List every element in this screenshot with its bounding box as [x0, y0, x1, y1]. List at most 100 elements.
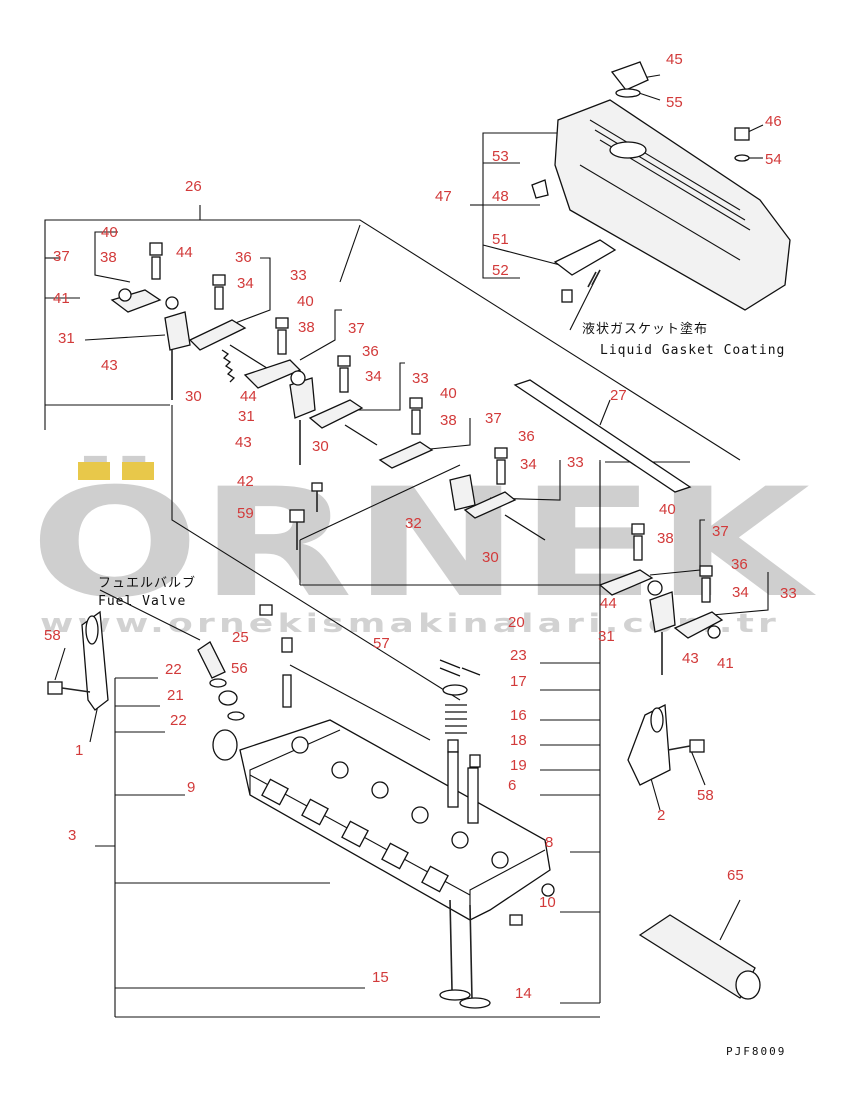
- callout-34c: 34: [520, 456, 537, 473]
- callout-40c: 40: [440, 385, 457, 402]
- callout-33b: 33: [412, 370, 429, 387]
- liquid-gasket-note-jp: 液状ガスケット塗布: [582, 321, 708, 337]
- rocker-parts: [110, 242, 724, 675]
- callout-33d: 33: [780, 585, 797, 602]
- callout-51: 51: [492, 231, 509, 248]
- callout-22a: 22: [165, 661, 182, 678]
- callout-8: 8: [545, 834, 553, 851]
- callout-46: 46: [765, 113, 782, 130]
- callout-18: 18: [510, 732, 527, 749]
- pipe-57: [289, 664, 431, 741]
- rocker-arm-37b: [243, 359, 302, 389]
- cylinder-head: [197, 604, 555, 1009]
- callout-3: 3: [68, 827, 76, 844]
- screw-34d: [701, 577, 711, 603]
- callout-44c: 44: [600, 595, 617, 612]
- callout-57: 57: [373, 635, 390, 652]
- screw-34a: [214, 286, 224, 310]
- connector-25: [281, 637, 293, 653]
- callout-19: 19: [510, 757, 527, 774]
- bracket-32: [449, 474, 476, 511]
- callout-54: 54: [765, 151, 782, 168]
- callout-30b: 30: [312, 438, 329, 455]
- head-block-8: [239, 719, 551, 921]
- callout-37a: 37: [53, 248, 70, 265]
- callout-38d: 38: [657, 530, 674, 547]
- callout-58a: 58: [44, 627, 61, 644]
- callout-30a: 30: [185, 388, 202, 405]
- spring-30c: [504, 514, 546, 541]
- callout-36d: 36: [731, 556, 748, 573]
- bolt-59-head: [289, 509, 305, 523]
- cap-25-top: [259, 604, 273, 616]
- plug-10b: [509, 914, 523, 926]
- washer-44d: [647, 580, 663, 596]
- callout-40d: 40: [659, 501, 676, 518]
- rocker-shaft-27: [513, 379, 692, 493]
- callout-32: 32: [405, 515, 422, 532]
- callout-40a: 40: [101, 224, 118, 241]
- callout-30c: 30: [482, 549, 499, 566]
- rocker-arm-41: [110, 289, 162, 313]
- bolt-52: [561, 289, 573, 303]
- fuel-valve-label-en: Fuel Valve: [98, 594, 186, 609]
- nut-36c: [494, 447, 508, 459]
- callout-48: 48: [492, 188, 509, 205]
- valve-cover: [531, 61, 791, 311]
- head-ports: [261, 778, 449, 893]
- bracket-51: [553, 239, 617, 276]
- screw-38d: [633, 535, 643, 561]
- head-holes: [291, 736, 509, 869]
- gasket-arrow: [587, 269, 601, 288]
- plug-9: [212, 729, 238, 761]
- grommet-53: [531, 179, 549, 199]
- callout-36c: 36: [518, 428, 535, 445]
- guide-6b: [467, 767, 479, 824]
- keeper-20: [439, 659, 461, 677]
- nut-40c: [409, 397, 423, 409]
- adjust-screw-38a: [151, 256, 161, 280]
- spring-30a-coil: [229, 344, 271, 371]
- snap-ring-41d: [707, 625, 721, 639]
- callout-31b: 31: [238, 408, 255, 425]
- liquid-gasket-note-en: Liquid Gasket Coating: [600, 343, 785, 358]
- washer-22a: [209, 678, 227, 688]
- callout-21: 21: [167, 687, 184, 704]
- valve-14-stem: [469, 904, 473, 1001]
- seal-19: [469, 754, 481, 768]
- seal-18: [447, 739, 459, 753]
- gasket-tube-65: [638, 914, 761, 1000]
- guide-6a: [447, 751, 459, 808]
- nut-40d: [631, 523, 645, 535]
- callout-17: 17: [510, 673, 527, 690]
- callout-22b: 22: [170, 712, 187, 729]
- nut-36d: [699, 565, 713, 577]
- cover-body-48: [554, 99, 791, 311]
- callout-37c: 37: [485, 410, 502, 427]
- callout-41a: 41: [53, 290, 70, 307]
- callout-26: 26: [185, 178, 202, 195]
- callout-36a: 36: [235, 249, 252, 266]
- screw-34b: [339, 367, 349, 393]
- filler-port: [609, 141, 647, 159]
- nut-40b: [275, 317, 289, 329]
- bolt-42-head: [311, 482, 323, 492]
- callout-16: 16: [510, 707, 527, 724]
- callout-38a: 38: [100, 249, 117, 266]
- oil-cap-45: [610, 61, 649, 91]
- callout-38c: 38: [440, 412, 457, 429]
- hook-2: [627, 703, 671, 786]
- callout-42: 42: [237, 473, 254, 490]
- bolt-58b-head: [689, 739, 705, 753]
- snap-ring-41: [118, 288, 132, 302]
- callout-34b: 34: [365, 368, 382, 385]
- tube-cap: [735, 970, 761, 1000]
- rocker-arm-33c: [463, 491, 517, 519]
- fuel-valve-label-jp: フュエルバルブ: [98, 575, 196, 591]
- hook-1-eye: [85, 615, 99, 645]
- valve-14-head: [459, 997, 491, 1009]
- callout-25: 25: [232, 629, 249, 646]
- bolt-58a-shank: [61, 687, 91, 693]
- leader-lines: [44, 74, 769, 1018]
- plug-10a: [541, 883, 555, 897]
